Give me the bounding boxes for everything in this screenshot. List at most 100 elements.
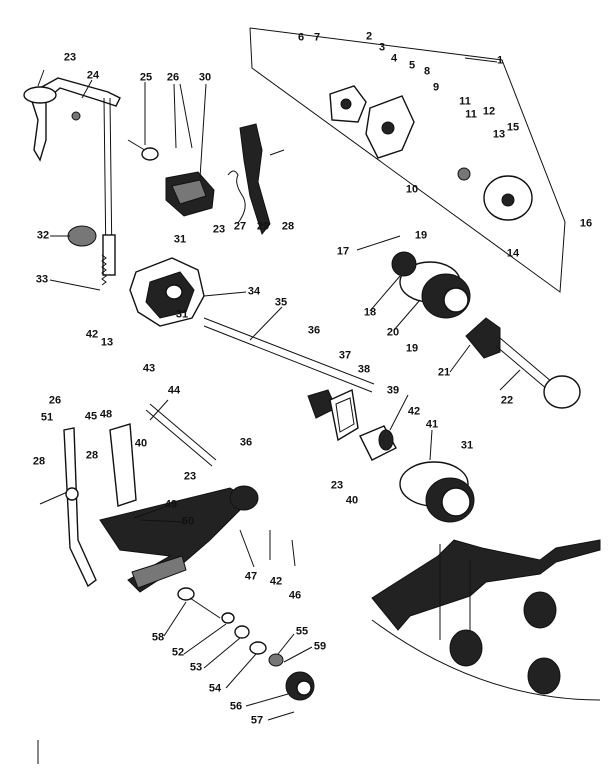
callout-50: 50	[181, 515, 195, 528]
callout-33: 33	[35, 273, 49, 286]
callout-40b: 40	[345, 494, 359, 507]
callout-43: 43	[142, 362, 156, 375]
callout-23a: 23	[63, 51, 77, 64]
callout-28c: 28	[85, 449, 99, 462]
callout-53: 53	[189, 661, 203, 674]
rod-44	[145, 403, 217, 467]
callout-15: 15	[506, 121, 520, 134]
callout-42c: 42	[269, 575, 283, 588]
callout-16: 16	[579, 217, 593, 230]
callout-38: 38	[357, 363, 371, 376]
callout-23b: 23	[212, 223, 226, 236]
callout-31a: 31	[173, 233, 187, 246]
plate-5	[329, 85, 367, 123]
bushing-39	[359, 425, 397, 461]
callout-34: 34	[247, 285, 261, 298]
washer-53	[234, 625, 250, 639]
cone-21	[465, 317, 501, 359]
inset-panel	[249, 27, 566, 293]
callout-56: 56	[229, 700, 243, 713]
dial-20	[399, 261, 471, 319]
plate-8	[365, 95, 415, 159]
callout-35: 35	[274, 296, 288, 309]
washer-52	[221, 612, 235, 624]
callout-6: 6	[297, 31, 305, 44]
callout-32: 32	[36, 229, 50, 242]
callout-17: 17	[336, 245, 350, 258]
link-45	[109, 423, 137, 507]
callout-19a: 19	[414, 229, 428, 242]
callout-1: 1	[496, 54, 504, 67]
callout-27: 27	[233, 220, 247, 233]
bracket-38	[329, 388, 359, 442]
callout-26a: 26	[166, 71, 180, 84]
callout-36a: 36	[307, 324, 321, 337]
callout-52: 52	[171, 646, 185, 659]
frame-assembly	[371, 539, 601, 701]
callout-11a: 11	[459, 95, 471, 108]
lever-29	[227, 123, 285, 236]
callout-20: 20	[386, 326, 400, 339]
washer-12	[457, 167, 471, 181]
callout-45: 45	[84, 410, 98, 423]
callout-14: 14	[506, 247, 520, 260]
callout-25: 25	[139, 71, 153, 84]
callout-23d: 23	[330, 479, 344, 492]
callout-41: 41	[425, 418, 439, 431]
callout-58: 58	[151, 631, 165, 644]
callout-12: 12	[482, 105, 496, 118]
callout-42a: 42	[85, 328, 99, 341]
callout-30: 30	[198, 71, 212, 84]
rod-22	[495, 337, 581, 409]
callout-40a: 40	[134, 437, 148, 450]
callout-13b: 13	[100, 336, 114, 349]
callout-29: 29	[256, 220, 270, 233]
callout-48: 48	[99, 408, 113, 421]
callout-47: 47	[244, 570, 258, 583]
callout-31c: 31	[460, 439, 474, 452]
cam-34	[129, 257, 205, 327]
callout-24: 24	[86, 69, 100, 82]
callout-19b: 19	[405, 342, 419, 355]
leader-lines	[37, 57, 521, 721]
lever-24	[29, 77, 121, 276]
callout-23c: 23	[183, 470, 197, 483]
lever-51	[39, 427, 97, 588]
spring-33	[101, 254, 107, 286]
callout-4: 4	[390, 52, 398, 65]
callout-44: 44	[167, 384, 181, 397]
screw-23-head	[23, 86, 57, 104]
callout-10: 10	[405, 183, 419, 196]
callout-55: 55	[295, 625, 309, 638]
screw-58	[177, 587, 221, 619]
callout-39: 39	[386, 384, 400, 397]
callout-57: 57	[250, 714, 264, 727]
callout-8: 8	[423, 65, 431, 78]
callout-13: 13	[492, 128, 506, 141]
callout-9: 9	[432, 81, 440, 94]
callout-31b: 31	[175, 308, 189, 321]
screw-25	[127, 139, 159, 161]
callout-28a: 28	[281, 220, 295, 233]
callout-59: 59	[313, 640, 327, 653]
callout-3: 3	[378, 41, 386, 54]
shaft-35	[203, 317, 375, 393]
disc-15	[483, 175, 533, 221]
callout-26b: 26	[48, 394, 62, 407]
washer-54	[249, 641, 267, 655]
callout-37: 37	[338, 349, 352, 362]
knob-56	[285, 671, 315, 701]
callout-7: 7	[313, 31, 321, 44]
callout-42b: 42	[407, 405, 421, 418]
callout-49: 49	[164, 498, 178, 511]
washer-59	[268, 653, 284, 667]
callout-51: 51	[40, 411, 54, 424]
callout-5: 5	[408, 59, 416, 72]
callout-21: 21	[437, 366, 451, 379]
callout-11b: 11	[465, 108, 477, 121]
callout-18: 18	[363, 306, 377, 319]
block-30	[165, 171, 215, 217]
part-47	[229, 485, 259, 511]
